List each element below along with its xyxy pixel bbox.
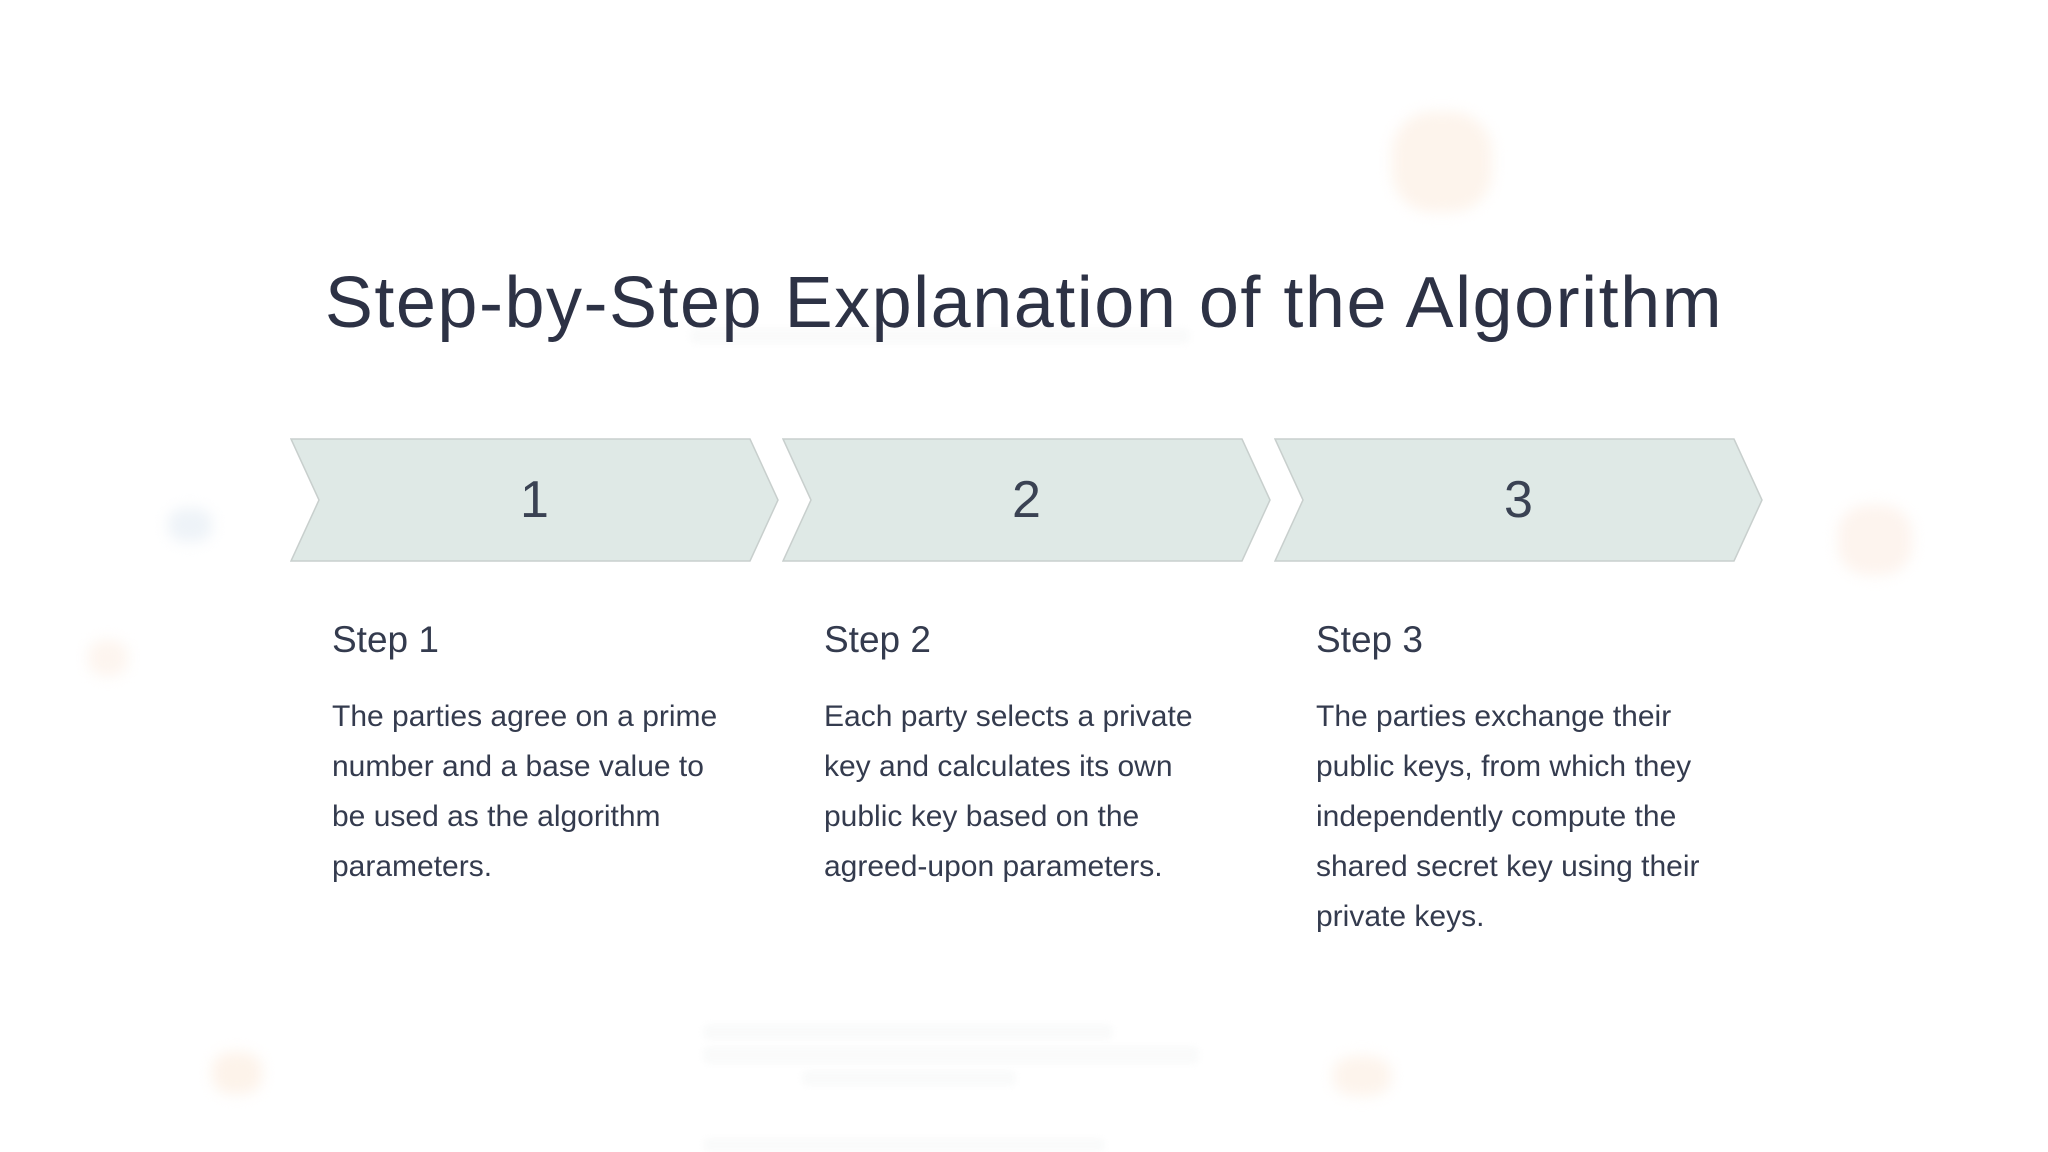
step-block-3: Step 3 The parties exchange their public… bbox=[1316, 618, 1716, 942]
slide-title: Step-by-Step Explanation of the Algorith… bbox=[324, 263, 1724, 344]
watermark-blob bbox=[168, 508, 212, 542]
step-heading: Step 3 bbox=[1316, 619, 1423, 660]
watermark-blob bbox=[1392, 112, 1492, 212]
watermark-text-ghost bbox=[690, 328, 1190, 344]
step-number: 3 bbox=[1504, 471, 1533, 529]
process-arrow-3: 3 bbox=[1274, 438, 1763, 562]
step-block-1: Step 1 The parties agree on a prime numb… bbox=[332, 618, 732, 942]
process-arrow-2: 2 bbox=[782, 438, 1271, 562]
step-description: The parties exchange their public keys, … bbox=[1316, 700, 1700, 934]
chevron-arrow-shape bbox=[290, 438, 779, 562]
watermark-blob bbox=[1838, 505, 1912, 575]
step-heading: Step 1 bbox=[332, 619, 439, 660]
step-number: 1 bbox=[520, 471, 549, 529]
step-block-2: Step 2 Each party selects a private key … bbox=[824, 618, 1224, 942]
step-number: 2 bbox=[1012, 471, 1041, 529]
watermark-blob bbox=[212, 1052, 262, 1094]
watermark-blob bbox=[88, 640, 128, 676]
step-description: Each party selects a private key and cal… bbox=[824, 700, 1193, 884]
step-description: The parties agree on a prime number and … bbox=[332, 700, 718, 884]
watermark-blob bbox=[1333, 1056, 1391, 1096]
process-arrow-row: 1 2 3 bbox=[290, 438, 1763, 562]
step-description-row: Step 1 The parties agree on a prime numb… bbox=[332, 618, 1716, 942]
watermark-text-ghost bbox=[802, 1070, 1016, 1086]
step-heading: Step 2 bbox=[824, 619, 931, 660]
chevron-arrow-shape bbox=[1274, 438, 1763, 562]
watermark-text-ghost bbox=[703, 1138, 1105, 1152]
watermark-text-ghost bbox=[703, 1046, 1199, 1064]
watermark-text-ghost bbox=[703, 1024, 1113, 1040]
process-arrow-1: 1 bbox=[290, 438, 779, 562]
chevron-arrow-shape bbox=[782, 438, 1271, 562]
